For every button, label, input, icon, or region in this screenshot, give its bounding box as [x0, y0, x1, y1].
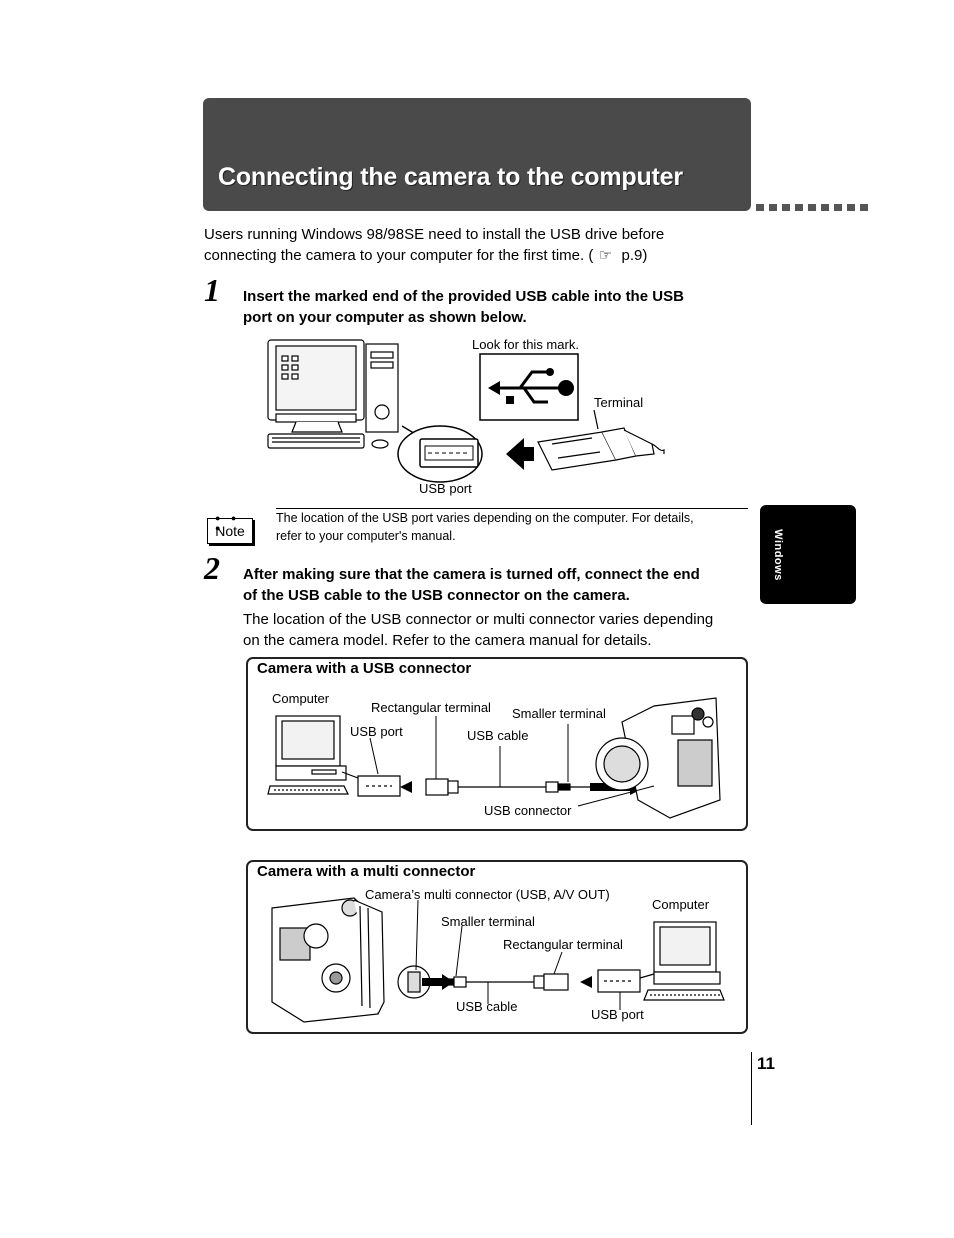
usb-port-label: USB port [419, 481, 472, 496]
step-2-body-line-1: The location of the USB connector or mul… [243, 611, 714, 628]
insert-arrow [580, 976, 592, 988]
usb-connector-figure [267, 697, 721, 819]
multi-connector-figure [271, 897, 725, 1023]
usb-connector-box-title: Camera with a USB connector [257, 660, 472, 677]
step-1-line-1: Insert the marked end of the provided US… [243, 288, 684, 305]
usb-port-zoom [397, 425, 483, 483]
usb-port-figure [267, 339, 665, 483]
terminal-label: Terminal [594, 395, 644, 410]
note-text: The location of the USB port varies depe… [276, 509, 746, 545]
step-number-2: 2 [204, 550, 220, 586]
multi-box-usb-port-label: USB port [591, 1007, 644, 1022]
title-bar [203, 98, 751, 211]
step-number-1: 1 [204, 272, 220, 308]
pointing-hand-icon: ☞ [598, 247, 613, 264]
usb-cable-illustration [425, 778, 590, 796]
usb-box-usb-connector-label: USB connector [484, 803, 572, 818]
note-icon: ● ● ● Note [207, 513, 253, 544]
multi-box-connector-label: Camera’s multi connector (USB, A/V OUT) [365, 887, 610, 902]
usb-port-zoom [341, 771, 401, 797]
usb-box-usb-cable-label: USB cable [467, 728, 529, 743]
camera-illustration [595, 697, 721, 819]
leader-lines [415, 899, 621, 1010]
multi-connector-zoom [397, 965, 431, 999]
multi-box-smaller-terminal-label: Smaller terminal [441, 914, 535, 929]
computer-illustration [267, 715, 349, 795]
usb-box-usb-port-label: USB port [350, 724, 403, 739]
intro-line-1: Users running Windows 98/98SE need to in… [204, 226, 665, 243]
note-icon-label: Note [215, 523, 245, 539]
intro-line-2-text: connecting the camera to your computer f… [204, 247, 594, 264]
note-line-2: refer to your computer's manual. [276, 529, 456, 543]
usb-connector-box [246, 657, 748, 831]
leader-lines [369, 716, 655, 807]
insert-arrow [400, 781, 412, 793]
title-decoration [756, 204, 868, 211]
intro-page-ref: p.9) [617, 247, 648, 264]
step-2-line-2: of the USB cable to the USB connector on… [243, 587, 630, 604]
step-1-line-2: port on your computer as shown below. [243, 309, 527, 326]
section-tab [760, 505, 856, 604]
page-number: 11 [757, 1054, 775, 1073]
computer-illustration [643, 921, 725, 1001]
multi-connector-box [246, 860, 748, 1034]
multi-box-computer-label: Computer [652, 897, 710, 912]
camera-illustration [271, 897, 385, 1023]
multi-connector-box-title: Camera with a multi connector [257, 863, 476, 880]
insert-arrow [506, 438, 534, 470]
intro-paragraph: Users running Windows 98/98SE need to in… [204, 224, 724, 266]
step-2-title: After making sure that the camera is tur… [243, 564, 743, 606]
note-line-1: The location of the USB port varies depe… [276, 511, 694, 525]
usb-box-rect-terminal-label: Rectangular terminal [371, 700, 491, 715]
connect-arrow [422, 974, 454, 990]
step-2-body-line-2: on the camera model. Refer to the camera… [243, 632, 652, 649]
usb-symbol-icon [479, 353, 579, 421]
multi-box-rect-terminal-label: Rectangular terminal [503, 937, 623, 952]
section-tab-label: Windows [772, 529, 784, 581]
note-divider [276, 508, 748, 509]
look-for-mark-label: Look for this mark. [472, 337, 579, 352]
computer-illustration [267, 339, 399, 449]
step-2-line-1: After making sure that the camera is tur… [243, 566, 700, 583]
page-number-divider [751, 1052, 752, 1125]
usb-port-zoom [597, 969, 655, 993]
multi-box-usb-cable-label: USB cable [456, 999, 518, 1014]
step-2-body: The location of the USB connector or mul… [243, 609, 753, 651]
page-title: Connecting the camera to the computer [218, 163, 683, 191]
usb-box-computer-label: Computer [272, 691, 330, 706]
intro-line-2: connecting the camera to your computer f… [204, 245, 724, 266]
step-1-title: Insert the marked end of the provided US… [243, 286, 743, 328]
usb-box-smaller-terminal-label: Smaller terminal [512, 706, 606, 721]
usb-cable-illustration [445, 973, 569, 991]
usb-plug-illustration [537, 409, 665, 471]
